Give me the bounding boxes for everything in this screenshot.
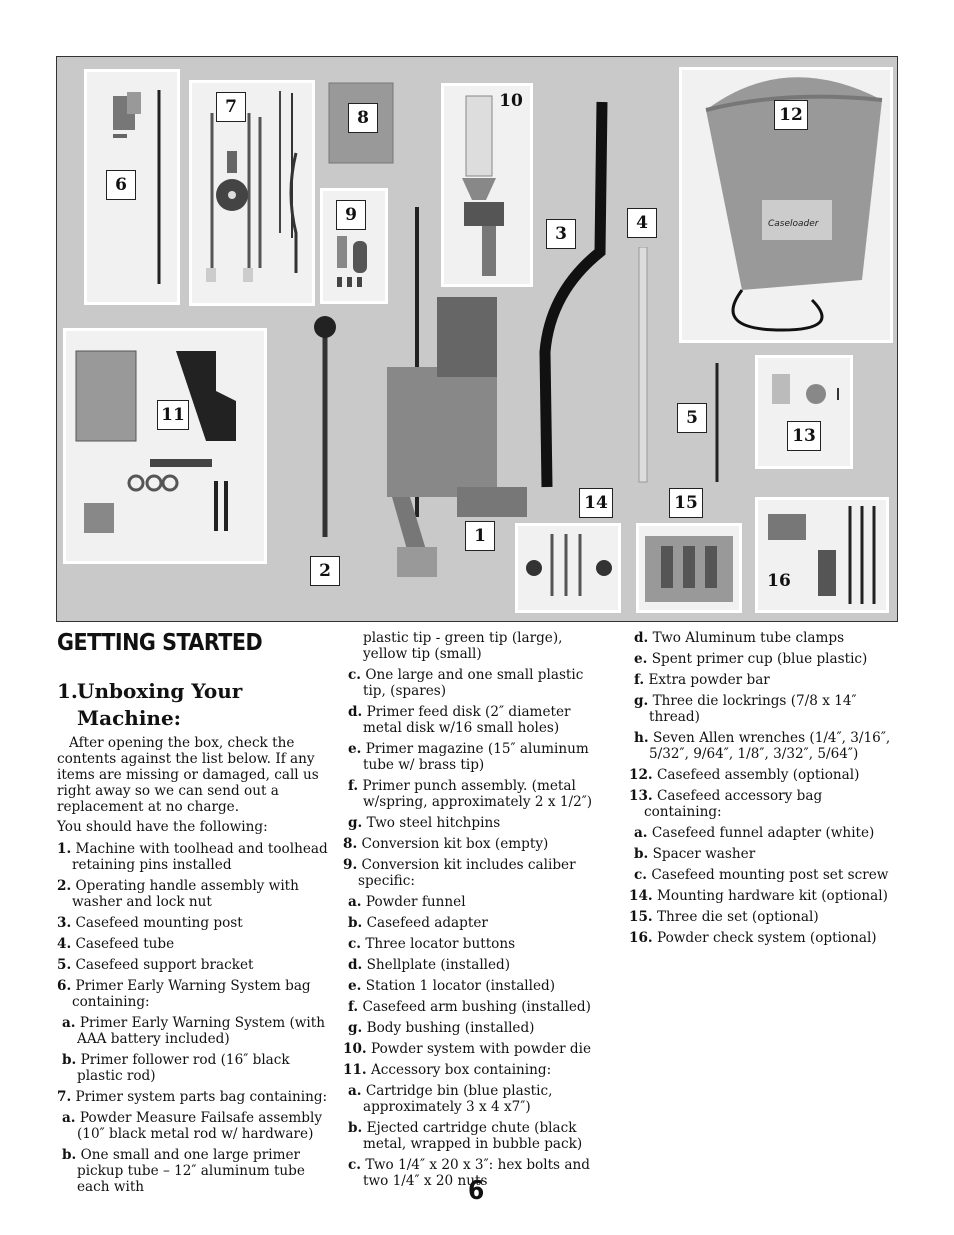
list-item: 15. Three die set (optional) <box>629 909 819 925</box>
part-9-box <box>320 188 388 304</box>
list-item: 11. Accessory box containing: <box>343 1062 552 1078</box>
sub-item: d. Shellplate (installed) <box>348 957 511 973</box>
have-following: You should have the following: <box>57 819 268 835</box>
sub-item: b. Spacer washer <box>634 846 756 862</box>
list-item: 5. Casefeed support bracket <box>57 957 254 973</box>
list-item: 9. Conversion kit includes caliber speci… <box>343 857 576 889</box>
intro-paragraph: After opening the box, check the content… <box>57 735 319 815</box>
sub-item: b. Casefeed adapter <box>348 915 488 931</box>
list-item: 12. Casefeed assembly (optional) <box>629 767 860 783</box>
section-title: GETTING STARTED <box>57 630 263 656</box>
sub-item: c. Three locator buttons <box>348 936 516 952</box>
powder-system-image <box>462 95 504 276</box>
casefeeder-tag: Caseloader <box>768 219 820 229</box>
list-item: 7. Primer system parts bag containing: <box>57 1089 328 1105</box>
sub-item: h. Seven Allen wrenches (1/4″, 3/16″, 5/… <box>634 730 891 762</box>
part-6-box <box>84 69 180 305</box>
label-5: 5 <box>677 403 707 433</box>
sub-item: f. Primer punch assembly. (metal w/sprin… <box>348 778 593 810</box>
reloading-press-image <box>314 207 527 577</box>
sub-item: b. Ejected cartridge chute (black metal,… <box>348 1120 583 1152</box>
sub-item: a. Cartridge bin (blue plastic, approxim… <box>348 1083 553 1115</box>
list-item: 14. Mounting hardware kit (optional) <box>629 888 888 904</box>
accessory-box-image <box>75 350 236 533</box>
sub-item: e. Station 1 locator (installed) <box>348 978 556 994</box>
primer-system-parts-image <box>206 91 298 282</box>
part-13-box <box>755 355 853 469</box>
list-item: 4. Casefeed tube <box>57 936 175 952</box>
subsection-number: 1. <box>57 679 78 703</box>
label-4: 4 <box>627 208 657 238</box>
part-7-box <box>189 80 315 306</box>
part-15-box <box>636 523 742 613</box>
label-11: 11 <box>157 400 189 430</box>
mounting-hardware-image <box>526 534 612 596</box>
label-16: 16 <box>767 571 791 591</box>
label-6: 6 <box>106 170 136 200</box>
column-1: GETTING STARTED 1.Unboxing Your Machine:… <box>57 630 329 1200</box>
subsection-title: 1.Unboxing Your Machine: <box>57 678 329 732</box>
part-16-box <box>755 497 889 613</box>
casefeed-accessory-bag-image <box>772 374 839 404</box>
conversion-kit-parts-image <box>337 236 367 287</box>
sub-item: c. One large and one small plastic tip, … <box>348 667 584 699</box>
part-10-box <box>441 83 533 287</box>
sub-item: b. Primer follower rod (16″ black plasti… <box>62 1052 290 1084</box>
sub-item: e. Spent primer cup (blue plastic) <box>634 651 868 667</box>
label-2: 2 <box>310 556 340 586</box>
primer-warning-system-image <box>113 90 161 284</box>
label-15: 15 <box>669 488 703 518</box>
sub-item: g. Three die lockrings (7/8 x 14″ thread… <box>634 693 857 725</box>
list-item: 6. Primer Early Warning System bag conta… <box>57 978 311 1010</box>
casefeed-support-bracket-image <box>715 363 719 482</box>
label-8: 8 <box>348 103 378 133</box>
sub-item: a. Powder funnel <box>348 894 466 910</box>
sub-item: c. Casefeed mounting post set screw <box>634 867 889 883</box>
sub-item: f. Casefeed arm bushing (installed) <box>348 999 591 1015</box>
page-number: 6 <box>468 1176 485 1206</box>
list-item: 8. Conversion kit box (empty) <box>343 836 549 852</box>
list-item: 3. Casefeed mounting post <box>57 915 243 931</box>
label-9: 9 <box>336 200 366 230</box>
casefeed-mounting-post-image <box>539 101 608 488</box>
sub-item-continued: plastic tip - green tip (large), yellow … <box>363 630 563 662</box>
sub-item: c. Two 1/4″ x 20 x 3″: hex bolts and two… <box>348 1157 590 1189</box>
parts-photo: Caseloader <box>56 56 898 622</box>
list-item: 10. Powder system with powder die <box>343 1041 592 1057</box>
list-item: 13. Casefeed accessory bag containing: <box>629 788 823 820</box>
list-item: 16. Powder check system (optional) <box>629 930 877 946</box>
sub-item: a. Powder Measure Failsafe assembly (10″… <box>62 1110 323 1142</box>
part-11-box <box>63 328 267 564</box>
column-2: plastic tip - green tip (large), yellow … <box>343 630 605 1194</box>
subsection-title-line1: Unboxing Your <box>77 679 243 703</box>
sub-item: d. Primer feed disk (2″ diameter metal d… <box>348 704 571 736</box>
sub-item: a. Casefeed funnel adapter (white) <box>634 825 875 841</box>
label-7: 7 <box>216 92 246 122</box>
sub-item: d. Two Aluminum tube clamps <box>634 630 845 646</box>
casefeed-tube-image <box>638 247 648 483</box>
sub-item: a. Primer Early Warning System (with AAA… <box>62 1015 325 1047</box>
powder-check-system-image <box>768 506 876 604</box>
casefeeder-image: Caseloader <box>705 77 883 332</box>
subsection-title-line2: Machine: <box>77 706 182 730</box>
sub-item: b. One small and one large primer pickup… <box>62 1147 305 1195</box>
list-item: 1. Machine with toolhead and toolhead re… <box>57 841 328 873</box>
sub-item: e. Primer magazine (15″ aluminum tube w/… <box>348 741 589 773</box>
sub-item: f. Extra powder bar <box>634 672 770 688</box>
label-10: 10 <box>499 91 523 111</box>
label-3: 3 <box>546 219 576 249</box>
part-14-box <box>515 523 621 613</box>
sub-item: g. Body bushing (installed) <box>348 1020 535 1036</box>
label-12: 12 <box>774 100 808 130</box>
three-die-set-image <box>645 536 733 602</box>
label-1: 1 <box>465 521 495 551</box>
label-13: 13 <box>787 421 821 451</box>
list-item: 2. Operating handle assembly with washer… <box>57 878 299 910</box>
sub-item: g. Two steel hitchpins <box>348 815 501 831</box>
column-3: d. Two Aluminum tube clamps e. Spent pri… <box>629 630 899 951</box>
label-14: 14 <box>579 488 613 518</box>
